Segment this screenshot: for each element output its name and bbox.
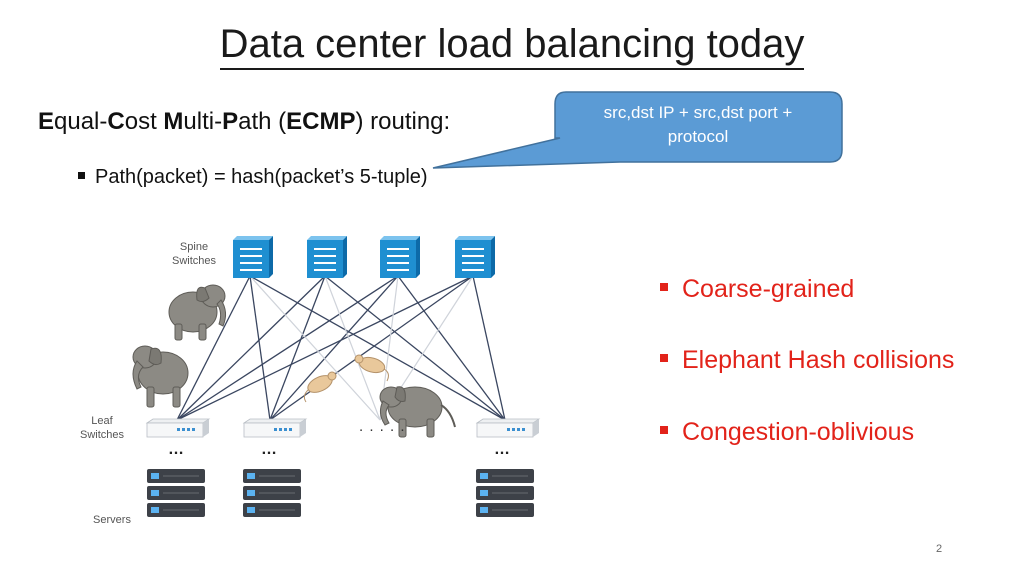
ellipsis-dots: . . . . .: [359, 418, 406, 435]
problem-text: Elephant Hash collisions: [682, 346, 955, 374]
mouse-icon: [303, 371, 337, 403]
server-rack: [147, 469, 205, 517]
spine-label-line-2: Switches: [171, 255, 217, 267]
heading-p: P: [222, 108, 239, 135]
heading-qual: qual-: [54, 108, 108, 135]
bullet-square-icon: [660, 354, 668, 363]
heading-routing: ) routing:: [355, 108, 451, 135]
bullet-square-icon: [660, 283, 668, 292]
heading-ulti: ulti-: [183, 108, 223, 135]
heading-ost: ost: [124, 108, 164, 135]
ecmp-heading: Equal-Cost Multi-Path (ECMP) routing:: [38, 108, 450, 136]
problem-item: Coarse-grained: [660, 275, 854, 304]
slide-title: Data center load balancing today: [0, 22, 1024, 70]
callout-line-1: src,dst IP + src,dst port +: [603, 103, 793, 122]
problem-item: Congestion-oblivious: [660, 418, 914, 447]
bullet-5-tuple-text: Path(packet) = hash(packet’s 5-tuple): [95, 166, 428, 188]
spine-switch: [233, 236, 273, 278]
leaf-ellipsis: …: [168, 441, 184, 458]
elephant-icon: [168, 284, 227, 341]
leaf-ellipsis: …: [261, 441, 277, 458]
mouse-icon: [354, 354, 389, 382]
problem-text: Coarse-grained: [682, 275, 855, 303]
callout-text: src,dst IP + src,dst port + protocol: [556, 101, 840, 149]
bullet-square-icon: [660, 426, 668, 435]
leaf-ellipsis: …: [494, 441, 510, 458]
spine-switch: [307, 236, 347, 278]
server-rack: [243, 469, 301, 517]
callout-bubble: [432, 91, 843, 169]
leaf-label-line-1: Leaf: [91, 415, 113, 427]
leaf-label-line-2: Switches: [79, 429, 125, 441]
spine-switches-label: Spine Switches: [166, 240, 222, 268]
spine-label-line-1: Spine: [179, 241, 209, 253]
callout-line-2: protocol: [667, 127, 729, 146]
leaf-switches-label: Leaf Switches: [74, 414, 130, 442]
bullet-square-icon: [78, 172, 85, 180]
fabric-links: [176, 275, 506, 421]
leaf-switch: [475, 418, 541, 438]
elephant-icon: [132, 345, 189, 408]
server-rack: [476, 469, 534, 517]
heading-ath: ath (: [238, 108, 287, 135]
spine-switch: [455, 236, 495, 278]
heading-e: E: [38, 108, 55, 135]
heading-ecmp: ECMP: [286, 108, 356, 135]
spine-switch: [380, 236, 420, 278]
problem-item: Elephant Hash collisions: [660, 346, 954, 375]
elephant-icon: [379, 386, 456, 438]
servers-label: Servers: [93, 514, 131, 526]
leaf-switch: [145, 418, 211, 438]
heading-m: M: [163, 108, 184, 135]
leaf-switch: [242, 418, 308, 438]
page-number: 2: [936, 543, 943, 555]
problem-text: Congestion-oblivious: [682, 418, 915, 446]
slide-title-text: Data center load balancing today: [219, 22, 805, 70]
heading-c: C: [107, 108, 125, 135]
bullet-5-tuple: Path(packet) = hash(packet’s 5-tuple): [78, 166, 428, 189]
